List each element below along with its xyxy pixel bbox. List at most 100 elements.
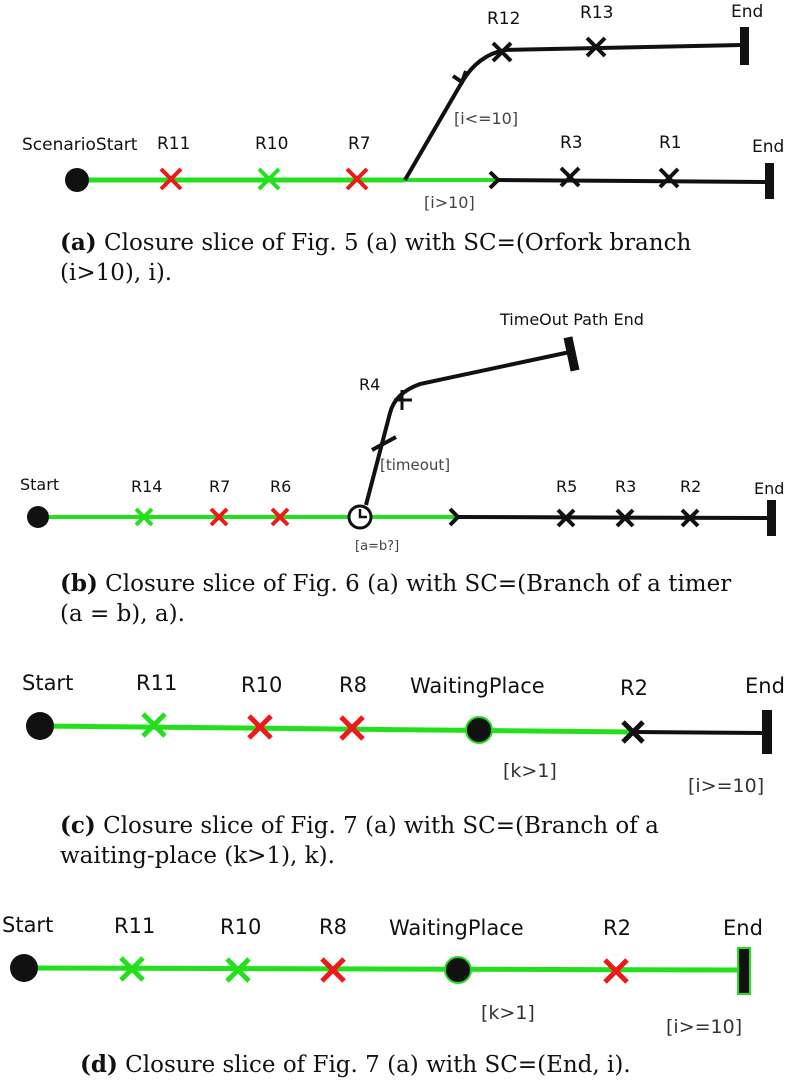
responsibility-label: R7	[209, 477, 230, 496]
path-segment-inactive	[495, 178, 769, 184]
path-segment-active	[39, 723, 634, 735]
caption-tag: (b)	[60, 570, 98, 597]
responsibility-label: R3	[615, 477, 636, 496]
end-label: TimeOut Path End	[499, 310, 644, 329]
timer-hand	[358, 509, 367, 519]
timeout-zigzag	[371, 435, 397, 452]
responsibility-label: R4	[359, 375, 380, 394]
condition-label: [a=b?]	[355, 539, 399, 554]
caption-tag: (a)	[60, 229, 97, 256]
path-segment-inactive	[455, 515, 771, 520]
end-bar	[737, 947, 751, 995]
end-bar	[767, 500, 776, 536]
direction-arrow	[451, 70, 468, 86]
responsibility-r7-marker	[345, 167, 369, 191]
responsibility-r5-marker	[556, 508, 576, 528]
responsibility-label: R8	[339, 673, 367, 697]
responsibility-r11-marker	[141, 712, 167, 738]
responsibility-r10-marker	[247, 714, 273, 740]
responsibility-r12-marker	[491, 41, 513, 63]
responsibility-r11-marker	[119, 956, 145, 982]
responsibility-r3-marker	[615, 508, 635, 528]
panel-b: Start R14 R7 R6 R5 R3 R2 R4 End TimeOut …	[20, 310, 784, 554]
end-bar	[765, 163, 774, 199]
caption-tag: (d)	[80, 1051, 118, 1078]
responsibility-label: R2	[680, 477, 701, 496]
condition-label: [i>=10]	[666, 1016, 742, 1038]
end-label: End	[752, 137, 784, 157]
end-label: End	[723, 916, 763, 940]
responsibility-r4-marker	[394, 390, 412, 410]
responsibility-r3-marker	[559, 166, 581, 188]
panel-c: Start R11 R10 R8 WaitingPlace R2 End [k>…	[22, 671, 785, 797]
responsibility-label: R2	[603, 916, 631, 940]
responsibility-r13-marker	[585, 36, 607, 58]
caption-text: Closure slice of Fig. 5 (a) with SC=(Orf…	[60, 230, 692, 286]
caption-text: Closure slice of Fig. 6 (a) with SC=(Bra…	[60, 571, 732, 627]
caption-text: Closure slice of Fig. 7 (a) with SC=(Bra…	[60, 813, 659, 869]
end-label: End	[745, 674, 785, 698]
end-bar	[762, 710, 772, 754]
responsibility-r8-marker	[339, 715, 365, 741]
caption-tag: (c)	[60, 812, 96, 839]
panel-d: Start R11 R10 R8 WaitingPlace R2 End [k>…	[2, 913, 763, 1038]
responsibility-label: R13	[580, 3, 613, 23]
responsibility-label: R3	[560, 133, 583, 153]
caption-c: (c) Closure slice of Fig. 7 (a) with SC=…	[60, 811, 760, 871]
waiting-place-node	[444, 956, 472, 984]
responsibility-r2-marker	[621, 720, 645, 744]
condition-label: [timeout]	[380, 456, 450, 474]
start-label: Start	[22, 671, 73, 695]
start-point	[26, 712, 54, 740]
responsibility-r1-marker	[658, 167, 680, 189]
responsibility-label: R10	[255, 134, 288, 154]
caption-d: (d) Closure slice of Fig. 7 (a) with SC=…	[80, 1050, 780, 1080]
caption-text: Closure slice of Fig. 7 (a) with SC=(End…	[125, 1052, 631, 1078]
panel-a: ScenarioStart R11 R10 R7 R3 R1 R12 R13 E…	[22, 2, 784, 212]
waiting-place-label: WaitingPlace	[389, 916, 524, 940]
responsibility-label: R10	[220, 915, 261, 939]
caption-b: (b) Closure slice of Fig. 6 (a) with SC=…	[60, 569, 760, 629]
responsibility-r14-marker	[134, 507, 154, 527]
responsibility-label: R5	[556, 477, 577, 496]
direction-arrow	[448, 507, 461, 527]
path-segment-active	[23, 965, 743, 973]
end-bar	[563, 336, 580, 372]
condition-label: [i<=10]	[454, 109, 518, 128]
caption-a: (a) Closure slice of Fig. 5 (a) with SC=…	[60, 228, 760, 288]
start-label: Start	[2, 913, 53, 937]
responsibility-r10-marker	[257, 167, 281, 191]
start-point	[10, 954, 38, 982]
responsibility-r10-marker	[225, 957, 251, 983]
responsibility-label: R10	[241, 673, 282, 697]
condition-label: [k>1]	[481, 1002, 535, 1024]
responsibility-r2-marker	[603, 958, 629, 984]
waiting-place-node	[465, 716, 493, 744]
start-point	[27, 506, 49, 528]
responsibility-label: R1	[659, 133, 682, 153]
responsibility-label: R8	[319, 915, 347, 939]
end-label: End	[754, 479, 784, 498]
responsibility-r7-marker	[209, 507, 229, 527]
responsibility-label: R6	[270, 477, 291, 496]
start-label: Start	[20, 475, 59, 494]
responsibility-r6-marker	[270, 507, 290, 527]
condition-label: [k>1]	[503, 760, 557, 782]
waiting-place-label: WaitingPlace	[410, 674, 545, 698]
condition-label: [i>10]	[424, 193, 475, 212]
responsibility-label: R11	[114, 914, 155, 938]
responsibility-r11-marker	[159, 167, 183, 191]
end-label: End	[731, 2, 763, 22]
end-bar	[740, 27, 749, 65]
responsibility-label: R12	[487, 9, 520, 29]
responsibility-label: R2	[620, 676, 648, 700]
responsibility-r8-marker	[320, 957, 346, 983]
start-label: ScenarioStart	[22, 135, 138, 155]
condition-label: [i>=10]	[688, 775, 764, 797]
responsibility-label: R11	[136, 671, 177, 695]
responsibility-label: R7	[348, 134, 371, 154]
start-point	[65, 168, 89, 192]
responsibility-label: R14	[131, 477, 162, 496]
responsibility-label: R11	[157, 134, 190, 154]
